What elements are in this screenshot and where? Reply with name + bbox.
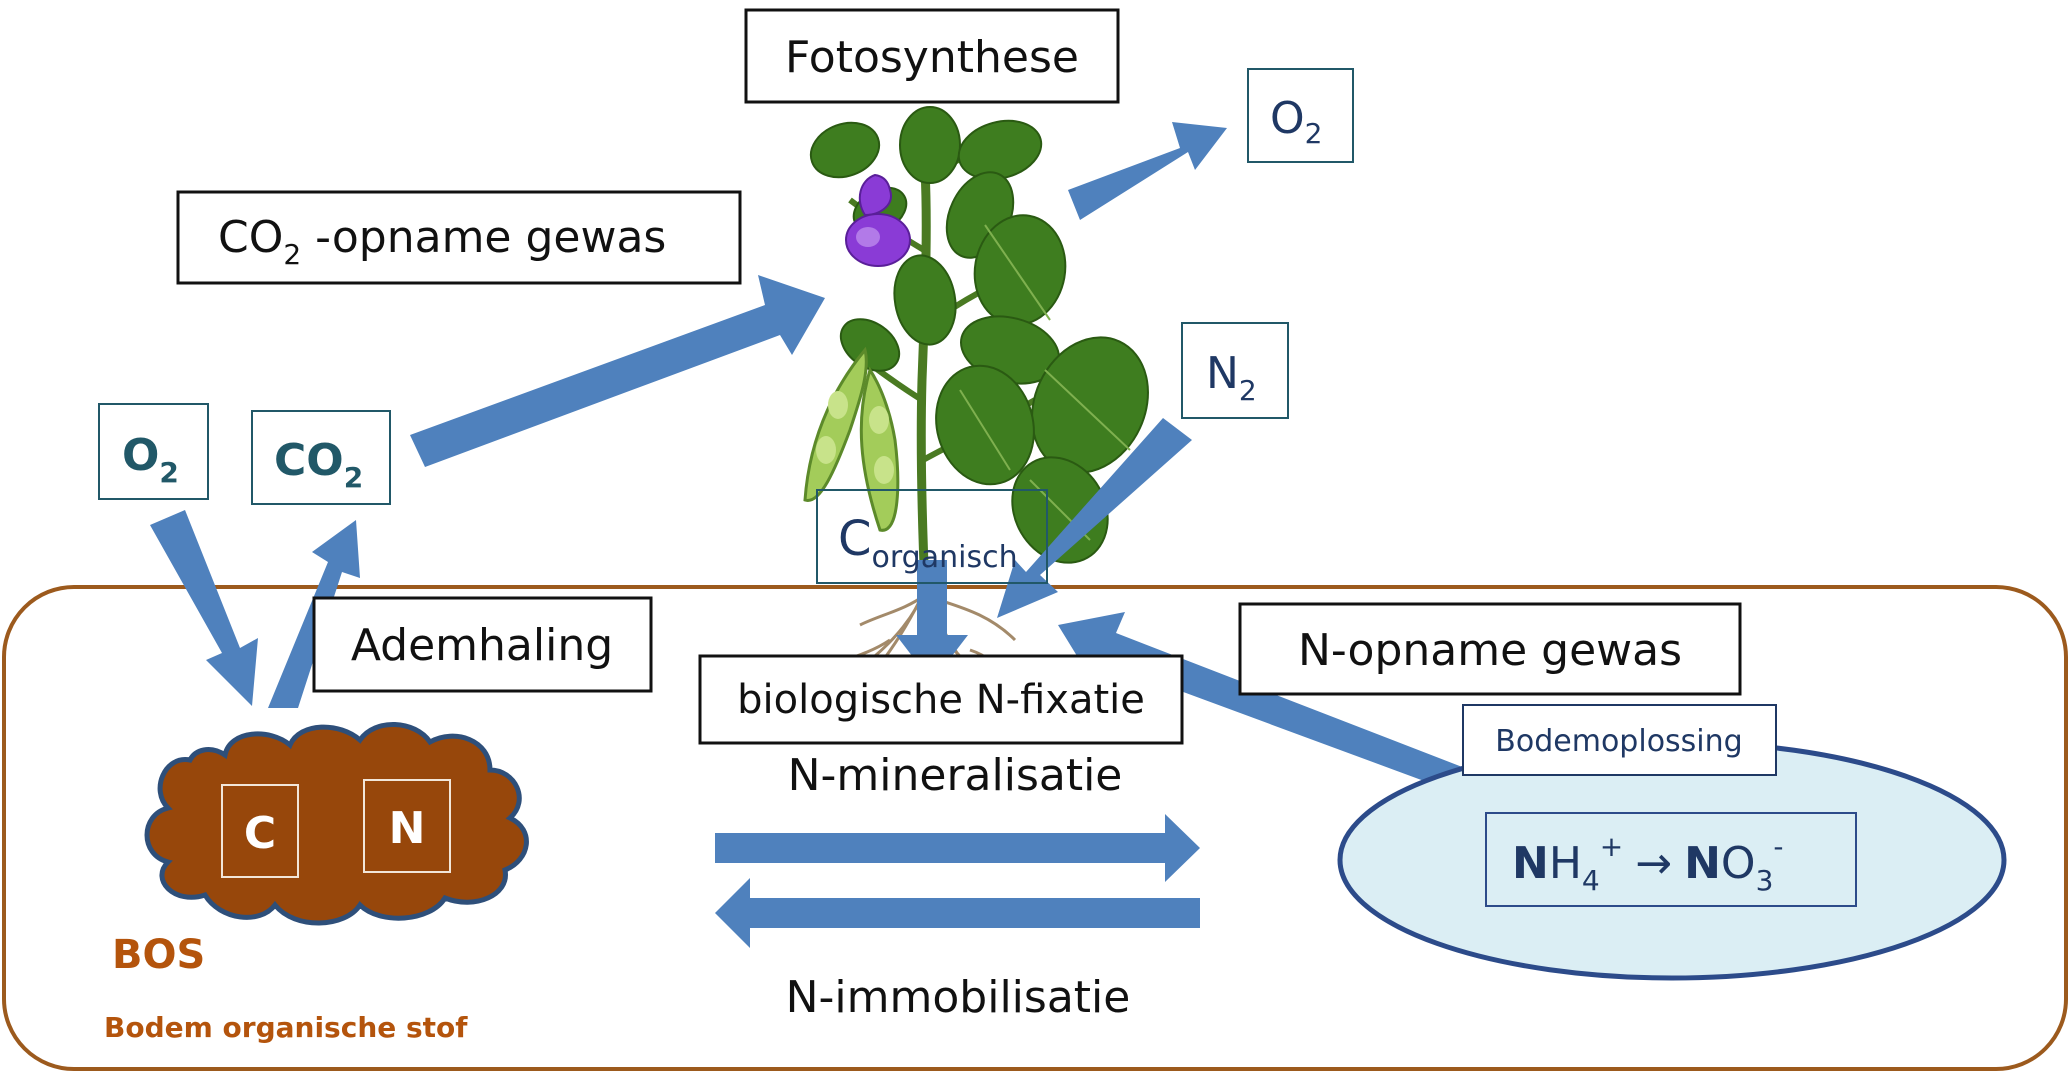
arrow-n2-to-soil xyxy=(997,418,1192,618)
n-opname-box xyxy=(1238,602,1742,696)
n2-box xyxy=(1181,322,1289,419)
ademhaling-box xyxy=(312,596,653,693)
c-box-label: C xyxy=(244,808,276,859)
bos-full-label: Bodem organische stof xyxy=(104,1011,468,1044)
o2-left-label: O2 xyxy=(122,430,179,489)
bodemoplossing-label: Bodemoplossing xyxy=(1495,724,1742,759)
arrow-n-mineralisatie xyxy=(715,814,1200,882)
c-box xyxy=(221,784,299,878)
c-organisch-box xyxy=(816,489,1048,584)
bean-plant-illustration xyxy=(803,106,1149,701)
co2-left-label: CO2 xyxy=(274,435,363,494)
o2-top-label: O2 xyxy=(1270,93,1322,150)
plant-stem xyxy=(910,113,931,591)
o2-top-box xyxy=(1247,68,1354,163)
bodemoplossing-box xyxy=(1462,704,1777,776)
nh4-no3-formula: NH4+→NO3- xyxy=(1512,830,1784,897)
c-organisch-label: Corganisch xyxy=(838,511,1018,575)
bean-flowers xyxy=(845,173,911,267)
n-box xyxy=(363,779,451,873)
co2-left-box xyxy=(251,410,391,505)
arrow-co2-to-plant xyxy=(410,275,825,467)
co2-opname-label: CO2 -opname gewas xyxy=(218,212,666,271)
bos-cloud: C N xyxy=(144,722,529,926)
n-mineralisatie-label: N-mineralisatie xyxy=(788,750,1123,801)
bos-label: BOS xyxy=(112,932,205,978)
arrow-c-organisch-down xyxy=(896,560,968,682)
n2-label: N2 xyxy=(1206,348,1257,407)
n-box-label: N xyxy=(389,803,426,854)
arrow-n-immobilisatie xyxy=(715,878,1200,948)
n-immobilisatie-label: N-immobilisatie xyxy=(786,972,1131,1023)
n-opname-label: N-opname gewas xyxy=(1298,625,1682,676)
nh4-no3-box xyxy=(1485,812,1857,907)
co2-opname-box xyxy=(176,190,742,285)
o2-left-box xyxy=(98,403,209,500)
arrow-plant-to-o2 xyxy=(1068,122,1227,220)
biologische-n-fixatie-label: biologische N-fixatie xyxy=(737,677,1145,723)
biologische-n-fixatie-box xyxy=(698,654,1184,745)
fotosynthese-label: Fotosynthese xyxy=(785,32,1079,83)
ademhaling-label: Ademhaling xyxy=(351,620,613,671)
fotosynthese-box xyxy=(744,8,1120,104)
arrow-o2-to-bos xyxy=(150,510,258,706)
